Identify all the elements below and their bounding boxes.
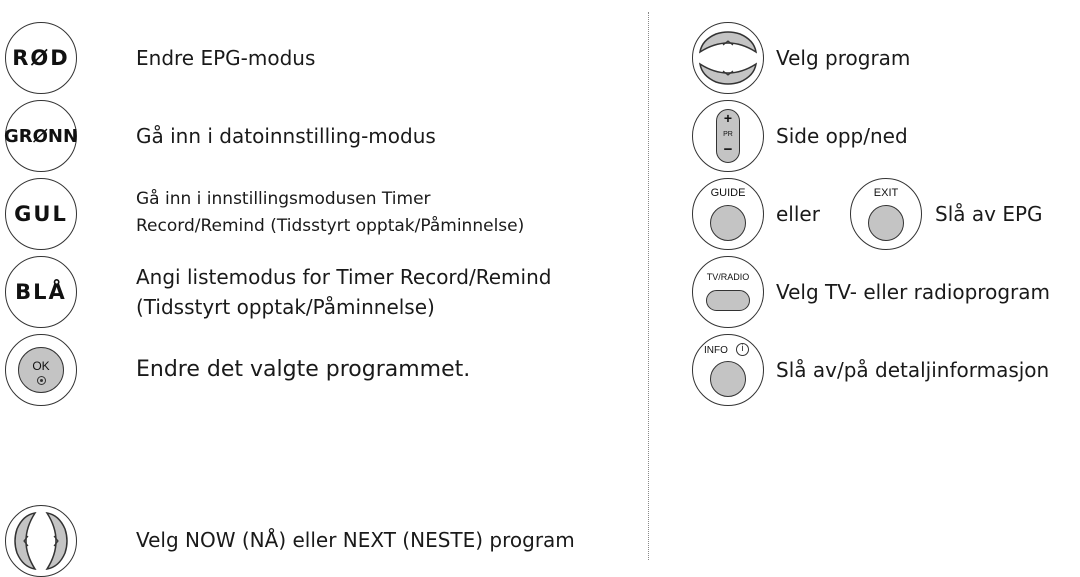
pr-label: PR <box>723 131 733 138</box>
info-description: Slå av/på detaljinformasjon <box>776 358 1050 382</box>
exit-button-face <box>868 205 904 241</box>
blue-description-line2: (Tidsstyrt opptak/Påminnelse) <box>136 295 435 319</box>
column-divider <box>648 12 649 560</box>
pr-button[interactable]: + PR − <box>692 100 764 172</box>
guide-button-face <box>710 205 746 241</box>
left-right-arrows-icon <box>14 511 68 571</box>
yellow-description-line2: Record/Remind (Tidsstyrt opptak/Påminnel… <box>136 216 525 236</box>
green-description: Gå inn i datoinnstilling-modus <box>136 124 436 148</box>
pr-plus: + <box>723 110 733 126</box>
ok-button[interactable]: OK <box>5 334 77 406</box>
blue-button-label: BLÅ <box>15 280 67 304</box>
left-right-button[interactable] <box>5 505 77 577</box>
info-label: INFO <box>704 345 728 356</box>
tv-radio-button[interactable]: TV/RADIO <box>692 256 764 328</box>
red-description: Endre EPG-modus <box>136 46 316 70</box>
up-down-description: Velg program <box>776 46 911 70</box>
blue-button[interactable]: BLÅ <box>5 256 77 328</box>
tv-radio-button-face <box>706 290 750 311</box>
pr-rocker <box>716 109 740 163</box>
green-button-label: GRØNN <box>3 125 79 147</box>
left-right-description: Velg NOW (NÅ) eller NEXT (NESTE) program <box>136 528 575 552</box>
ok-dot-icon <box>37 376 46 385</box>
info-circle-icon: i <box>736 343 749 356</box>
up-down-arrows-icon <box>698 31 758 85</box>
ok-button-label: OK <box>32 359 50 373</box>
yellow-description-line1: Gå inn i innstillingsmodusen Timer <box>136 189 431 209</box>
guide-connector: eller <box>776 202 820 226</box>
ok-description: Endre det valgte programmet. <box>136 357 471 382</box>
tv-radio-label: TV/RADIO <box>706 272 750 282</box>
pr-minus: − <box>723 141 733 158</box>
guide-button[interactable]: GUIDE <box>692 178 764 250</box>
yellow-button[interactable]: GUL <box>5 178 77 250</box>
blue-description-line1: Angi listemodus for Timer Record/Remind <box>136 265 552 289</box>
guide-label: GUIDE <box>710 187 746 199</box>
exit-label: EXIT <box>873 187 899 199</box>
exit-button[interactable]: EXIT <box>850 178 922 250</box>
ok-button-face <box>18 347 64 393</box>
tv-radio-description: Velg TV- eller radioprogram <box>776 280 1050 304</box>
epg-off-description: Slå av EPG <box>935 202 1043 226</box>
info-symbol: i <box>741 343 744 353</box>
info-button[interactable]: INFO i <box>692 334 764 406</box>
up-down-button[interactable] <box>692 22 764 94</box>
yellow-button-label: GUL <box>14 202 68 226</box>
green-button[interactable]: GRØNN <box>3 100 79 172</box>
red-button-label: RØD <box>12 46 70 70</box>
red-button[interactable]: RØD <box>5 22 77 94</box>
info-button-face <box>710 361 746 397</box>
pr-description: Side opp/ned <box>776 124 908 148</box>
